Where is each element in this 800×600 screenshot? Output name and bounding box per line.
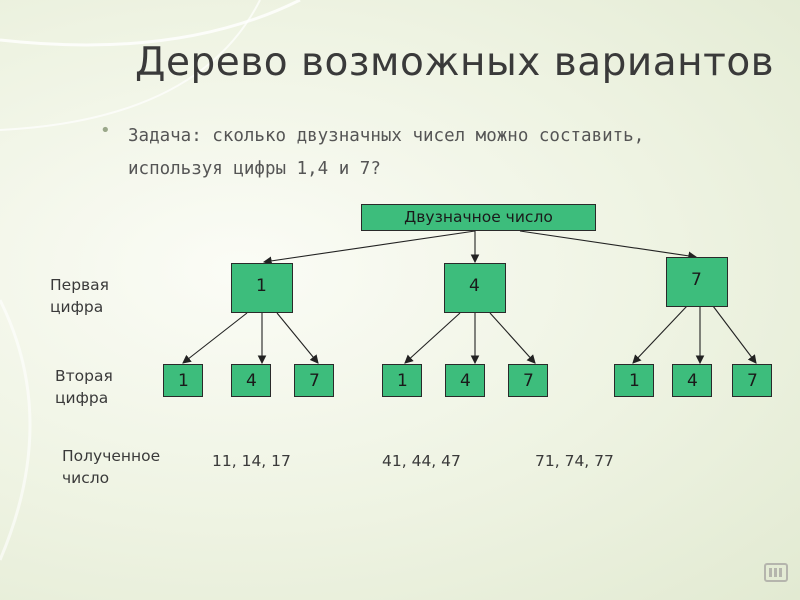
second-level-node: 1 <box>382 364 422 397</box>
first-level-node-4: 4 <box>444 263 506 313</box>
node-label: 1 <box>629 371 640 391</box>
node-label: 4 <box>469 276 480 296</box>
task-line-2: используя цифры 1,4 и 7? <box>128 159 381 179</box>
first-level-node-1: 1 <box>231 263 293 313</box>
result-group-4: 41, 44, 47 <box>382 452 461 470</box>
second-level-node: 7 <box>508 364 548 397</box>
root-node: Двузначное число <box>361 204 596 231</box>
task-line-1: Задача: сколько двузначных чисел можно с… <box>128 126 645 146</box>
node-label: 4 <box>246 371 257 391</box>
node-label: 1 <box>397 371 408 391</box>
edge-1-7 <box>276 312 319 364</box>
node-label: 7 <box>747 371 758 391</box>
second-level-node: 1 <box>163 364 203 397</box>
second-level-node: 4 <box>231 364 271 397</box>
node-label: 7 <box>691 270 702 290</box>
second-level-node: 7 <box>732 364 772 397</box>
node-label: 4 <box>460 371 471 391</box>
label-first-digit: Первая цифра <box>50 276 109 316</box>
edge-4-7 <box>489 312 536 364</box>
edge-7-1 <box>632 305 688 364</box>
edge-root-1 <box>262 230 476 266</box>
result-group-1: 11, 14, 17 <box>212 452 291 470</box>
node-label: 4 <box>687 371 698 391</box>
result-group-7: 71, 74, 77 <box>535 452 614 470</box>
node-label: 1 <box>178 371 189 391</box>
bullet-icon: • <box>100 120 111 141</box>
second-level-node: 1 <box>614 364 654 397</box>
second-level-node: 4 <box>672 364 712 397</box>
node-label: 7 <box>523 371 534 391</box>
node-label: 1 <box>256 276 267 296</box>
task-text: Задача: сколько двузначных чисел можно с… <box>128 120 728 186</box>
watermark-logo-icon <box>764 563 788 582</box>
node-label: 7 <box>309 371 320 391</box>
edge-root-7 <box>519 230 698 261</box>
edge-1-1 <box>182 312 248 364</box>
first-level-node-7: 7 <box>666 257 728 307</box>
slide-title: Дерево возможных вариантов <box>135 40 775 85</box>
edge-7-7 <box>712 305 757 364</box>
edge-4-1 <box>404 312 461 364</box>
label-second-digit: Вторая цифра <box>55 367 113 407</box>
second-level-node: 4 <box>445 364 485 397</box>
second-level-node: 7 <box>294 364 334 397</box>
label-result-number: Полученное число <box>62 447 161 487</box>
